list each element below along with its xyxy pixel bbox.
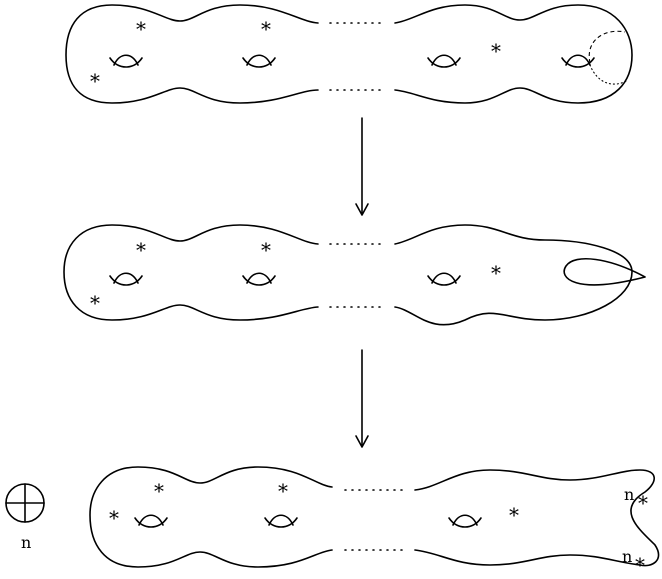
- marked-point: *: [278, 479, 288, 503]
- crosscap-label: n: [21, 533, 31, 552]
- marked-point: *: [491, 39, 501, 63]
- handle-icon: [449, 515, 481, 527]
- bottom-surface-outline-left: [90, 467, 332, 567]
- boundary-marked-label: n: [624, 485, 634, 504]
- top-surface-outline-right: [395, 5, 632, 103]
- marked-point: *: [261, 17, 271, 41]
- boundary-marked-label: n: [622, 547, 632, 566]
- middle-surface-outline-right: [395, 225, 632, 325]
- marked-point: *: [136, 17, 146, 41]
- middle-surface-outline-left: [64, 225, 318, 320]
- top-surface-outline-left: [66, 5, 318, 103]
- marked-point: *: [509, 503, 519, 527]
- middle-surface: * * * *: [64, 225, 645, 325]
- handle-icon: [135, 515, 167, 527]
- marked-point: *: [491, 261, 501, 285]
- pinched-loop: [564, 259, 645, 285]
- marked-point: *: [109, 506, 119, 530]
- down-arrow-icon: [356, 118, 368, 215]
- bottom-surface: * * * * n * n *: [90, 467, 659, 577]
- marked-point: *: [638, 491, 648, 515]
- handle-icon: [110, 273, 142, 285]
- handle-icon: [428, 273, 460, 285]
- marked-point: *: [90, 291, 100, 315]
- marked-point: *: [154, 479, 164, 503]
- marked-point: *: [136, 238, 146, 262]
- down-arrow-icon: [356, 350, 368, 447]
- handle-icon: [243, 273, 275, 285]
- marked-point: *: [635, 553, 645, 577]
- crosscap-icon: [6, 484, 44, 522]
- top-surface: * * * *: [66, 5, 632, 103]
- vanishing-cycle-dotted: [590, 65, 628, 84]
- marked-point: *: [261, 238, 271, 262]
- handle-icon: [428, 55, 460, 67]
- handle-icon: [110, 55, 142, 67]
- handle-icon: [265, 515, 297, 527]
- marked-point: *: [90, 69, 100, 93]
- handle-icon: [243, 55, 275, 67]
